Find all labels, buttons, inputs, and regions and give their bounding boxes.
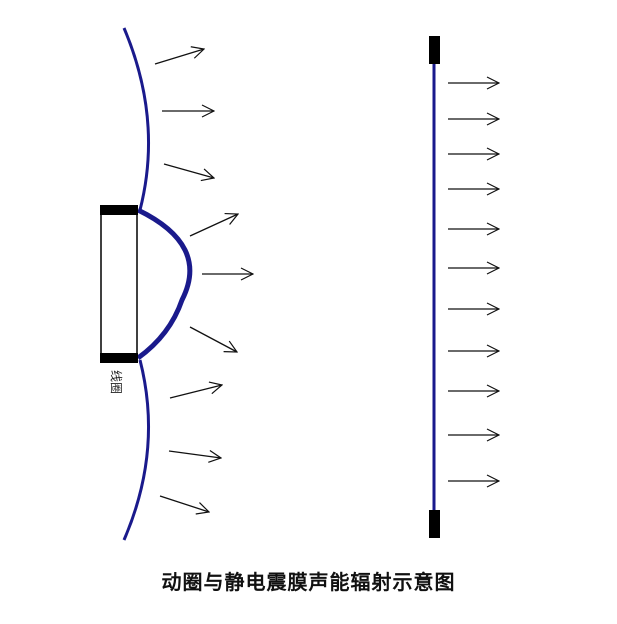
dynamic-diaphragm-upper	[122, 27, 151, 211]
electrostatic-clamp-top	[429, 36, 440, 64]
figure-caption: 动圈与静电震膜声能辐射示意图	[161, 570, 456, 594]
dynamic-arrow	[163, 163, 214, 178]
voice-coil-cap-bottom	[100, 353, 138, 363]
dynamic-arrow	[168, 451, 221, 458]
dynamic-diaphragm-lower	[122, 359, 151, 541]
dynamic-arrow	[189, 326, 237, 352]
voice-coil-cap-top	[100, 205, 138, 215]
dynamic-arrow	[154, 49, 204, 65]
dynamic-arrow	[189, 214, 238, 237]
dynamic-speaker: 线圈	[100, 27, 253, 541]
dynamic-dome	[136, 207, 193, 361]
electrostatic-speaker	[429, 36, 499, 538]
voice-coil-body	[100, 209, 138, 359]
electrostatic-clamp-bottom	[429, 510, 440, 538]
dynamic-arrow	[159, 495, 209, 512]
dynamic-arrow	[169, 385, 222, 399]
coil-label: 线圈	[109, 370, 123, 394]
